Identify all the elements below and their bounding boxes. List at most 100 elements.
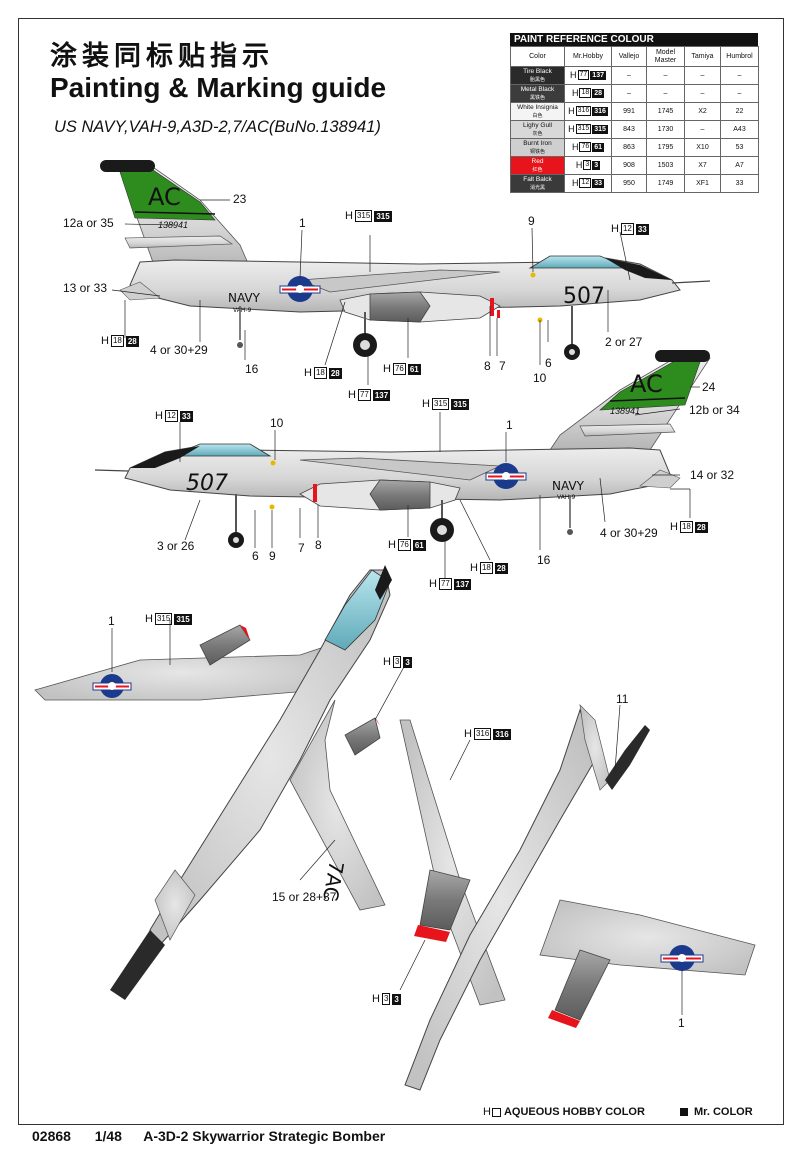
aqueous-code: 12	[579, 178, 592, 188]
mr-color-code: 316	[592, 106, 608, 116]
squadron-text-1: VAH-9	[233, 307, 252, 314]
mr-color-code: 3	[592, 160, 601, 170]
paint-color-name: Tire Black	[523, 67, 552, 75]
modex-2: 507	[186, 471, 228, 496]
mr-color-code: 315	[592, 124, 608, 134]
side-view-2: AC 138941 NAVY VAH-9 507	[94, 350, 711, 548]
paint-color-name-cn: 红色	[532, 166, 543, 173]
callout-2: 2 or 27	[605, 335, 643, 349]
kit-code: 02868	[32, 1128, 71, 1144]
navy-text-2: NAVY	[552, 479, 585, 493]
paint-humbrol-cell: 33	[720, 174, 759, 193]
paint-humbrol-cell: A43	[720, 120, 759, 139]
callout-15: 15 or 28+37	[272, 890, 337, 904]
callout-3: 3 or 26	[157, 539, 195, 553]
callout-7-side1: 7	[499, 359, 506, 373]
callout-4-side1: 4 or 30+29	[150, 343, 208, 357]
outline-box-icon	[491, 1107, 501, 1117]
filled-box-icon	[680, 1108, 688, 1117]
mr-color-code: 28	[592, 88, 605, 98]
paint-color-name: Red	[531, 157, 544, 165]
callout-24: 24	[702, 380, 716, 394]
footer: 02868 1/48 A-3D-2 Skywarrior Strategic B…	[32, 1128, 385, 1144]
callout-1-bottom: 1	[678, 1016, 685, 1030]
aqueous-code: 315	[575, 124, 592, 134]
tail-serial-2: 138941	[610, 406, 640, 416]
callout-10-side2: 10	[270, 416, 284, 430]
tail-tip-cap-2	[655, 350, 710, 362]
tail-code-2: AC	[630, 370, 663, 398]
callout-16-side1: 16	[245, 362, 259, 376]
paint-color-name-cn: 消光黑	[529, 184, 545, 191]
mr-color-code: 33	[592, 178, 605, 188]
leader-lines	[111, 199, 700, 1015]
kit-scale: 1/48	[94, 1128, 122, 1144]
callout-9-side2: 9	[269, 549, 276, 563]
tail-code-1: AC	[148, 183, 181, 211]
squadron-text-2: VAH-9	[557, 494, 576, 501]
aqueous-code: 18	[579, 88, 592, 98]
navy-text-1: NAVY	[228, 291, 261, 305]
side-view-1: AC 138941 NAVY VAH-9 507	[100, 160, 711, 360]
paint-color-name: Burnt Iron	[523, 139, 552, 147]
callout-6-side2: 6	[252, 549, 259, 563]
paint-color-name-cn: 铜铁色	[529, 148, 545, 155]
paint-color-name: White Insignia	[517, 103, 558, 111]
paint-table-title: PAINT REFERENCE COLOUR	[510, 33, 758, 46]
legend-mr-color: Mr. COLOR	[680, 1106, 753, 1118]
kit-name: A-3D-2 Skywarrior Strategic Bomber	[143, 1128, 386, 1144]
paint-humbrol-cell: A7	[720, 156, 759, 175]
callout-4-side2: 4 or 30+29	[600, 526, 658, 540]
paint-color-name: Lighy Gull	[523, 121, 552, 129]
callout-12a: 12a or 35	[63, 216, 114, 230]
callout-1-top: 1	[108, 614, 115, 628]
callout-10-side1: 10	[533, 371, 547, 385]
paint-vallejo-cell: 950	[611, 174, 647, 193]
title-chinese: 涂装同标贴指示	[50, 41, 274, 72]
paint-color-name-cn: 白色	[532, 112, 543, 119]
page-border	[18, 18, 784, 1125]
callout-6-side1: 6	[545, 356, 552, 370]
paint-color-name: Metal Black	[520, 85, 555, 93]
modex-1: 507	[563, 284, 605, 309]
paint-color-name-cn: 胎黑色	[529, 76, 545, 83]
mr-color-code: 137	[590, 70, 606, 80]
callout-7-side2: 7	[298, 541, 305, 555]
paint-color-name: Falt Balck	[523, 175, 552, 183]
callout-9-side1: 9	[528, 214, 535, 228]
aircraft-subtitle: US NAVY,VAH-9,A3D-2,7/AC(BuNo.138941)	[54, 118, 381, 136]
callout-13: 13 or 33	[63, 281, 108, 295]
